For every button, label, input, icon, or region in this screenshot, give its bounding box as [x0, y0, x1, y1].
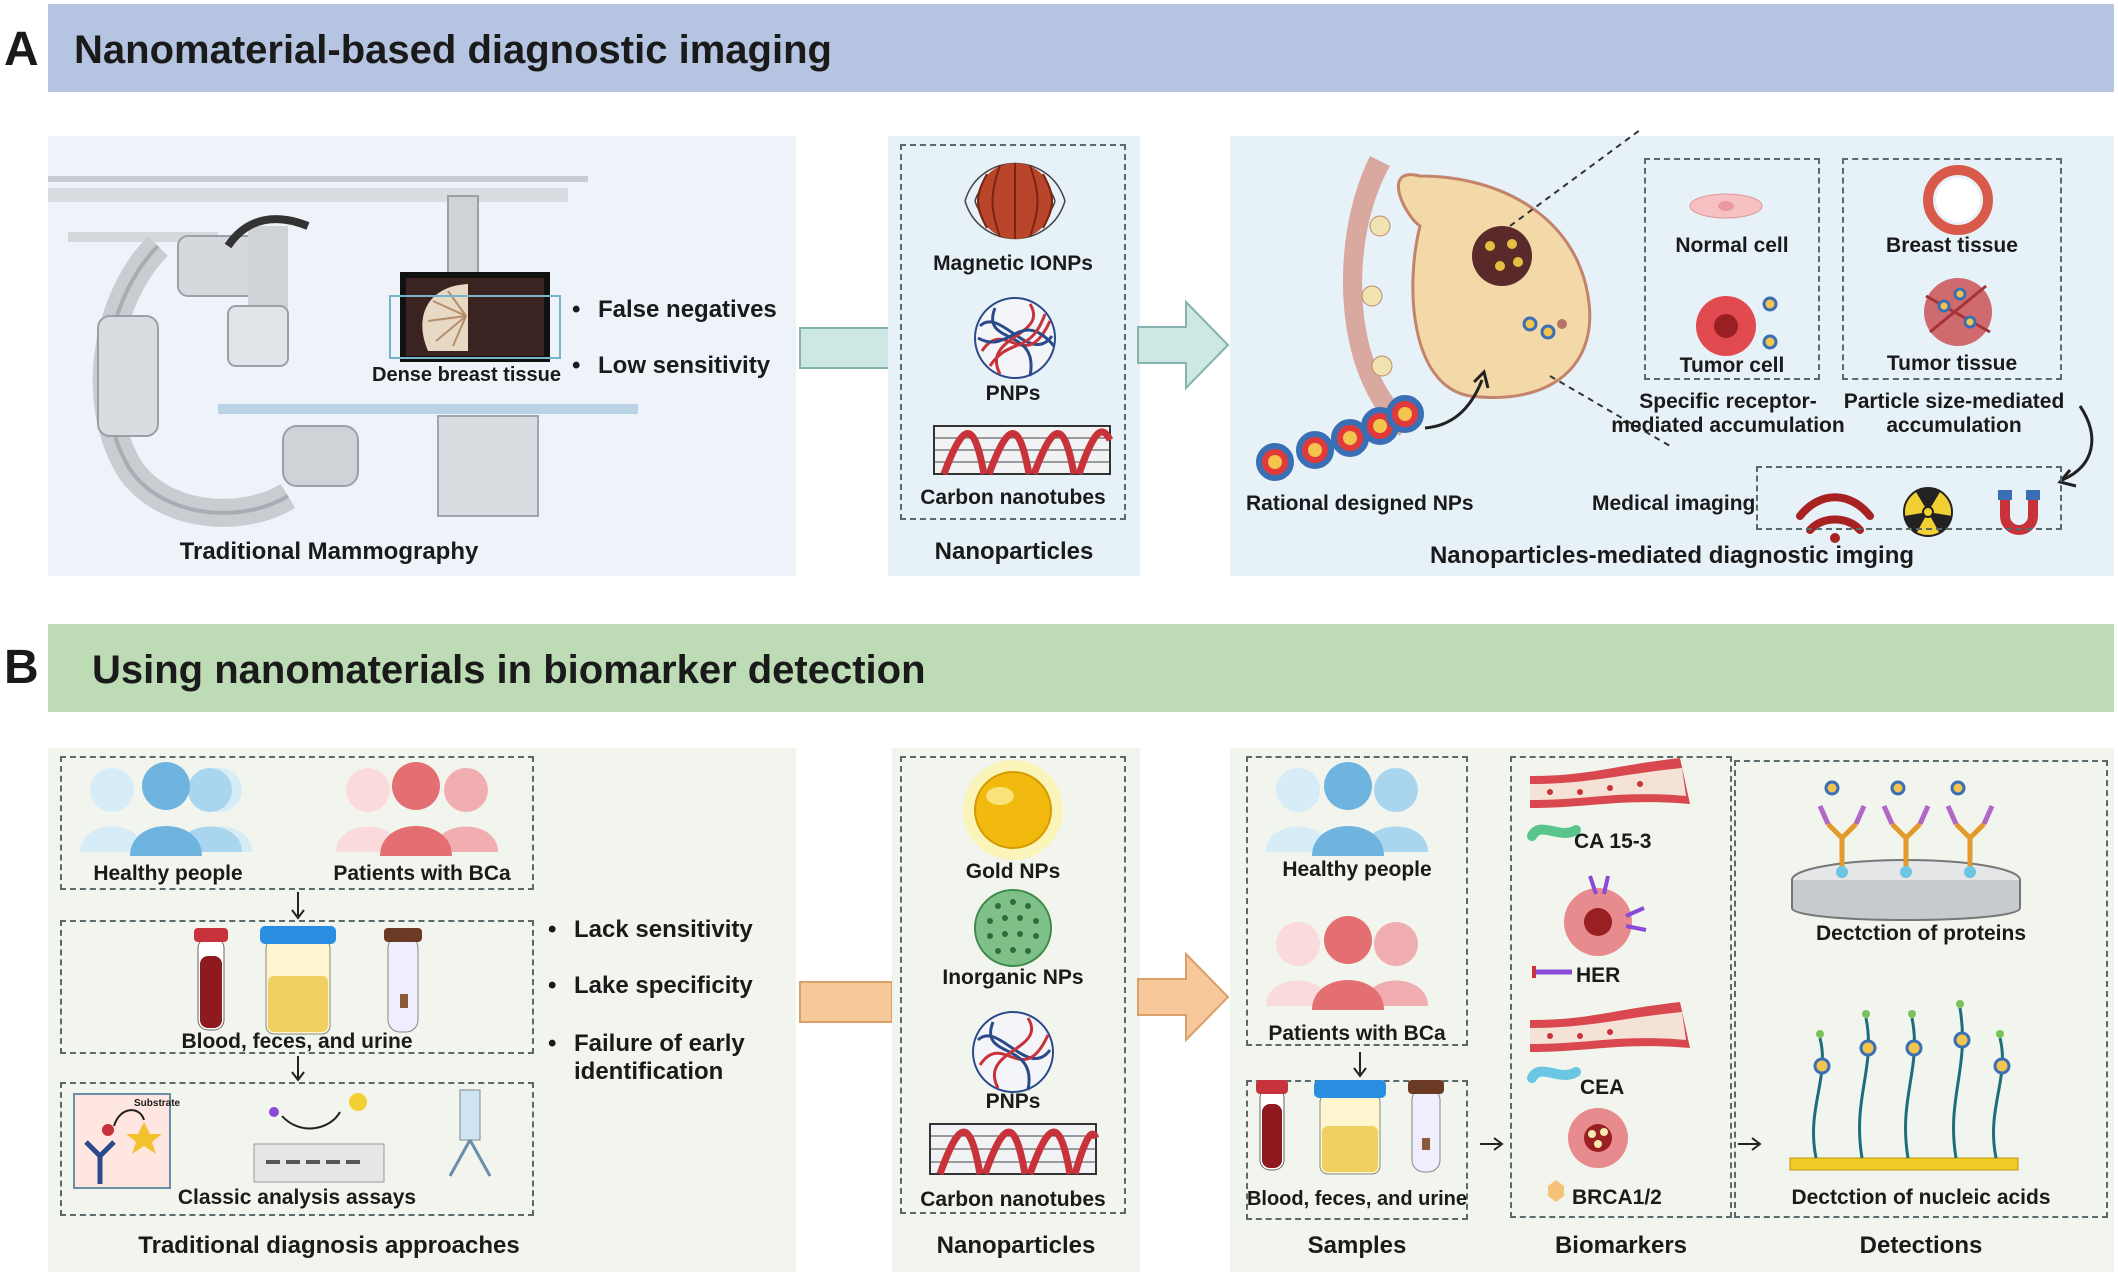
nanoparticles-frame-b [900, 756, 1126, 1214]
arrow-mammography-to-nps [799, 327, 893, 369]
substrate-label: Substrate [134, 1098, 181, 1109]
receptor-accumulation-frame [1644, 158, 1820, 380]
gold-nps-label: Gold NPs [965, 860, 1061, 883]
panel-b-banner [48, 624, 2114, 712]
breast-imaging-illustration [1256, 129, 2094, 543]
receptor-accumulation-line1: Specific receptor- [1639, 390, 1817, 413]
samples-people-frame [1246, 756, 1468, 1046]
dense-breast-tissue-label: Dense breast tissue [372, 364, 561, 386]
size-accumulation-frame [1842, 158, 2062, 380]
mammography-machine-illustration [48, 176, 638, 527]
normal-cell-label: Normal cell [1675, 234, 1789, 257]
tumor-tissue-label: Tumor tissue [1886, 352, 2018, 375]
classic-assays-label: Classic analysis assays [177, 1186, 417, 1209]
bullet-failure-early: Failure of early [548, 1030, 745, 1058]
biomarkers-frame [1510, 756, 1732, 1218]
bullet-low-sensitivity: Low sensitivity [572, 352, 770, 380]
pnps-icon-a [974, 297, 1056, 379]
samples-biomarkers-detections-illustration [1256, 758, 2021, 1202]
inorganic-nps-label: Inorganic NPs [942, 966, 1084, 989]
imaging-caption: Nanoparticles-mediated diagnostic imging [1429, 542, 1915, 569]
biomarker-ca153-label: CA 15-3 [1574, 830, 1652, 853]
traditional-approaches-illustration [73, 762, 498, 1189]
bullet-false-negatives: False negatives [572, 296, 777, 324]
traditional-mammography-caption: Traditional Mammography [179, 538, 479, 565]
people-frame-b1 [60, 756, 534, 890]
assays-frame-b1 [60, 1082, 534, 1216]
panel-a-title: Nanomaterial-based diagnostic imaging [74, 28, 832, 72]
detections-frame [1734, 760, 2108, 1218]
nanoparticles-caption-b: Nanoparticles [936, 1232, 1096, 1259]
samples-label-b1: Blood, feces, and urine [181, 1030, 413, 1053]
magnetic-ionps-icon [964, 162, 1066, 240]
bullet-failure-early-cont: identification [574, 1058, 724, 1085]
biomarker-brca-label: BRCA1/2 [1572, 1186, 1662, 1209]
biomarkers-caption: Biomarkers [1554, 1232, 1688, 1259]
nucleic-detection-label: Dectction of nucleic acids [1791, 1186, 2051, 1209]
nanoparticles-b-illustration [929, 760, 1100, 1176]
patients-bca-label-b1: Patients with BCa [333, 862, 511, 885]
magnetic-ionps-label: Magnetic IONPs [933, 252, 1093, 275]
arrow-nps-to-imaging [1137, 299, 1230, 391]
arrow-traditional-to-nps [799, 981, 893, 1023]
biomarker-cea-label: CEA [1580, 1076, 1625, 1099]
detections-caption: Detections [1859, 1232, 1983, 1259]
carbon-nanotubes-label-a: Carbon nanotubes [920, 486, 1106, 509]
samples-caption: Samples [1307, 1232, 1407, 1259]
nanoparticles-frame-a [900, 144, 1126, 520]
panel-a-banner [48, 4, 2114, 92]
medical-imaging-label: Medical imaging [1592, 492, 1756, 515]
samples-frame-b1 [60, 920, 534, 1054]
healthy-people-label-b2: Healthy people [1282, 858, 1432, 881]
size-accumulation-line1: Particle size-mediated [1843, 390, 2065, 413]
panel-b-letter: B [4, 641, 39, 694]
rational-designed-nps-label: Rational designed NPs [1246, 492, 1474, 515]
breast-tissue-label: Breast tissue [1886, 234, 2018, 257]
panel-a-letter: A [4, 23, 39, 76]
bullet-lake-specificity: Lake specificity [548, 972, 753, 1000]
panel-b-title: Using nanomaterials in biomarker detecti… [92, 648, 926, 692]
carbon-nanotube-icon-a [933, 425, 1114, 476]
size-accumulation-line2: accumulation [1886, 414, 2022, 437]
traditional-approaches-caption: Traditional diagnosis approaches [138, 1232, 520, 1259]
carbon-nanotubes-label-b: Carbon nanotubes [920, 1188, 1106, 1211]
biomarker-her-label: HER [1576, 964, 1621, 987]
medical-imaging-frame [1756, 466, 2062, 530]
healthy-people-label-b1: Healthy people [93, 862, 243, 885]
receptor-accumulation-line2: mediated accumulation [1611, 414, 1845, 437]
arrow-nps-to-samples [1137, 951, 1230, 1043]
tumor-cell-label: Tumor cell [1679, 354, 1785, 377]
nanoparticles-caption-a: Nanoparticles [934, 538, 1094, 565]
protein-detection-label: Dectction of proteins [1815, 922, 2026, 945]
fluids-label-b2: Blood, feces, and urine [1246, 1188, 1468, 1210]
patients-bca-label-b2: Patients with BCa [1268, 1022, 1446, 1045]
pnps-label-a: PNPs [985, 382, 1041, 405]
bullet-lack-sensitivity: Lack sensitivity [548, 916, 753, 944]
pnps-label-b: PNPs [985, 1090, 1041, 1113]
